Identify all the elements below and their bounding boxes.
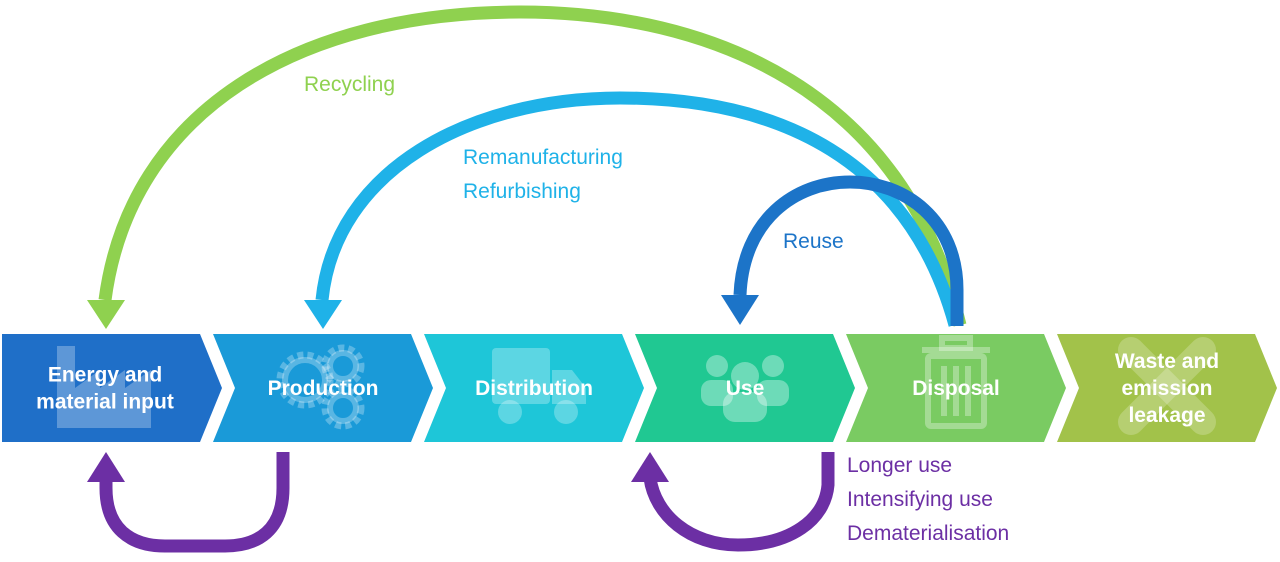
production-efficiency-arrow-path	[99, 452, 290, 553]
stage-label: leakage	[1128, 404, 1205, 427]
stage-label: Waste and	[1115, 350, 1219, 373]
reuse-label: Reuse	[783, 230, 844, 253]
stage-label: Production	[268, 377, 379, 400]
stage-chevron	[635, 334, 855, 442]
recycling-arrow	[87, 5, 967, 329]
reuse-arrow-path	[733, 175, 964, 326]
remanufacturing-label: Remanufacturing	[463, 146, 623, 169]
production-efficiency-arrowhead	[87, 452, 125, 482]
remanufacturing-arrow	[304, 91, 962, 329]
factory-icon	[57, 346, 151, 428]
use-strategies-arrow-path	[643, 452, 835, 552]
reuse-arrow	[721, 175, 964, 326]
trash-bin-icon	[922, 335, 990, 429]
production-efficiency-arrow	[87, 452, 290, 553]
gears-icon	[276, 344, 365, 430]
use-strategies-arrowhead	[631, 452, 669, 482]
refurbishing-label: Refurbishing	[463, 180, 581, 203]
recycling-label: Recycling	[304, 73, 395, 96]
stage-1: Production	[213, 334, 433, 442]
stage-3: Use	[635, 334, 855, 442]
stage-chevrons: Energy and material input Production Distri…	[2, 334, 1277, 442]
users-icon	[701, 355, 789, 422]
stage-label: Energy and	[48, 364, 162, 387]
stage-label: Use	[726, 377, 765, 400]
remanufacturing-arrow-path	[315, 91, 962, 327]
stage-label: Distribution	[475, 377, 593, 400]
recycling-arrowhead	[87, 300, 125, 329]
stage-label: emission	[1121, 377, 1212, 400]
stage-5: Waste and emission leakage	[1057, 334, 1277, 442]
stage-chevron	[1057, 334, 1277, 442]
recycling-arrow-path	[98, 5, 967, 327]
stage-2: Distribution	[424, 334, 644, 442]
stage-0: Energy and material input	[2, 334, 222, 442]
stage-label: Disposal	[912, 377, 1000, 400]
use-strategies-arrow	[631, 452, 835, 552]
stage-label: material input	[36, 391, 174, 414]
dematerialisation-label: Dematerialisation	[847, 522, 1009, 545]
reuse-arrowhead	[721, 295, 759, 325]
remanufacturing-arrowhead	[304, 300, 342, 329]
longer-use-label: Longer use	[847, 454, 952, 477]
cross-icon	[1118, 337, 1216, 435]
stage-chevron	[2, 334, 222, 442]
stage-4: Disposal	[846, 334, 1066, 442]
stage-chevron	[424, 334, 644, 442]
stage-chevron	[846, 334, 1066, 442]
intensifying-use-label: Intensifying use	[847, 488, 993, 511]
truck-icon	[492, 348, 586, 424]
stage-chevron	[213, 334, 433, 442]
